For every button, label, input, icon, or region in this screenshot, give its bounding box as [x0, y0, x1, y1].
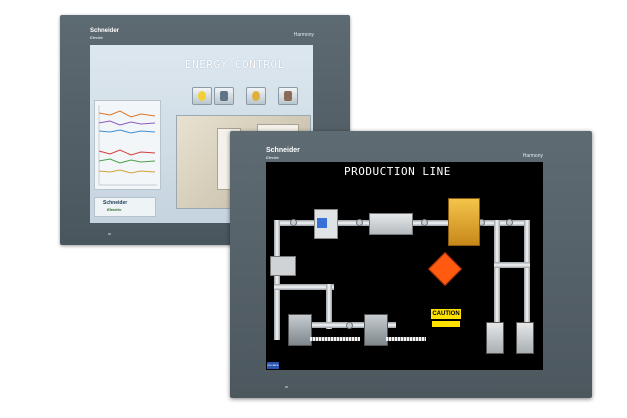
- sun-button[interactable]: [246, 87, 266, 105]
- logo-sub: Electric: [107, 207, 122, 212]
- caution-warning-icon: [428, 252, 462, 286]
- hvac-button[interactable]: [214, 87, 234, 105]
- pipe: [326, 284, 332, 329]
- screen-title: PRODUCTION LINE: [344, 165, 451, 178]
- model-label: Harmony: [522, 153, 543, 159]
- pipe: [274, 220, 280, 340]
- caution-label: CAUTION: [431, 309, 461, 319]
- trend-line: [98, 129, 156, 134]
- press-machine-b[interactable]: [516, 322, 534, 354]
- press-machine-a[interactable]: [486, 322, 504, 354]
- trend-line: [98, 169, 156, 174]
- lightbulb-button[interactable]: [192, 87, 212, 105]
- logo-name: Schneider: [103, 200, 128, 206]
- brand-sub: Electric: [90, 35, 104, 40]
- brand-logo: Schneider Electric: [266, 147, 300, 160]
- lightbulb-icon: [198, 91, 206, 101]
- brand-name: Schneider: [266, 147, 300, 154]
- trend-line: [98, 110, 156, 118]
- energy-control-screen: ENERGY CONTROL: [90, 45, 313, 223]
- pipe: [494, 220, 500, 330]
- control-box[interactable]: [270, 256, 296, 276]
- conveyor-belt: [310, 337, 360, 341]
- valve-node[interactable]: [421, 219, 428, 226]
- hvac-icon: [220, 91, 228, 101]
- trend-chart: [94, 100, 161, 190]
- production-line-hmi-panel: Schneider Electric Harmony PRODUCTION LI…: [230, 131, 592, 398]
- trend-line: [98, 158, 156, 164]
- pipe: [494, 262, 530, 268]
- fan-button[interactable]: [278, 87, 298, 105]
- sun-icon: [252, 91, 260, 101]
- valve-node[interactable]: [346, 322, 353, 329]
- status-led: [285, 386, 288, 388]
- production-line-screen: PRODUCTION LINE: [266, 162, 543, 370]
- trend-line: [98, 120, 156, 126]
- valve-node[interactable]: [356, 219, 363, 226]
- pipe: [524, 220, 530, 330]
- pipe: [274, 284, 334, 290]
- brand-name: Schneider: [90, 28, 120, 34]
- packaging-machine-b[interactable]: [364, 314, 388, 346]
- screen-title: ENERGY CONTROL: [185, 58, 285, 71]
- valve-node[interactable]: [506, 219, 513, 226]
- trend-chart-graphic: [98, 105, 157, 186]
- model-label: Harmony: [293, 32, 314, 38]
- fan-icon: [284, 91, 292, 101]
- corner-tag: pro-face: [267, 362, 279, 369]
- brand-sub: Electric: [266, 155, 280, 160]
- brand-logo: Schneider Electric: [90, 28, 119, 40]
- trend-line: [98, 149, 156, 156]
- caution-bar: [432, 321, 460, 327]
- washing-machine[interactable]: [369, 213, 413, 235]
- schneider-logo: Schneider Electric: [94, 197, 156, 217]
- energy-control-hmi-panel: Schneider Electric Harmony ENERGY CONTRO…: [60, 15, 350, 245]
- packaging-machine-a[interactable]: [288, 314, 312, 346]
- valve-node[interactable]: [290, 219, 297, 226]
- conveyor-belt: [386, 337, 426, 341]
- gold-processing-machine[interactable]: [448, 198, 480, 246]
- checking-machine[interactable]: [314, 209, 338, 239]
- status-led: [108, 233, 111, 235]
